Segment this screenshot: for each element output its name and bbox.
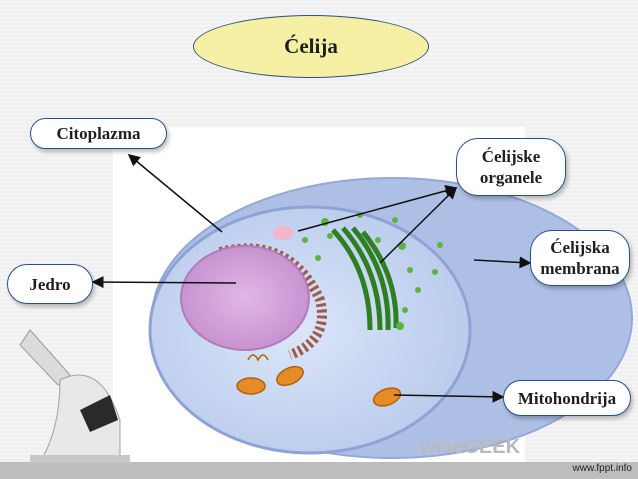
label-citoplazma-text: Citoplazma — [56, 124, 141, 143]
label-organele-line2: organele — [479, 168, 543, 187]
label-celijska-membrana: Ćelijska membrana — [530, 230, 630, 286]
arrow-mitohondrija — [393, 390, 505, 403]
label-membrana-line2: membrana — [540, 259, 620, 278]
watermark-logo: wiseGEEK — [420, 436, 521, 458]
label-organele-line1: Ćelijske — [481, 147, 541, 166]
arrow-jedro — [91, 276, 237, 289]
label-celijske-organele: Ćelijske organele — [456, 138, 566, 196]
title-text: Ćelija — [284, 34, 338, 58]
label-mitohondrija-text: Mitohondrija — [517, 388, 617, 408]
page-title: Ćelija — [193, 15, 429, 78]
golgi-apparatus — [331, 226, 399, 331]
arrow-citoplazma — [127, 154, 223, 233]
arrow-organele-2 — [379, 186, 458, 264]
label-jedro-text: Jedro — [29, 274, 71, 294]
footer-url: www.fppt.info — [572, 463, 632, 474]
arrow-organele-1 — [297, 184, 458, 232]
mitochondria — [236, 354, 402, 407]
endoplasmic-reticulum — [218, 243, 327, 360]
arrow-membrana — [473, 256, 532, 269]
label-mitohondrija: Mitohondrija — [503, 380, 631, 416]
lysosome — [273, 226, 293, 240]
nucleus — [180, 245, 310, 351]
label-citoplazma: Citoplazma — [30, 118, 167, 149]
label-membrana-line1: Ćelijska — [550, 238, 610, 257]
microscope-illustration — [19, 329, 130, 463]
label-jedro: Jedro — [7, 264, 93, 304]
footer-bar — [0, 462, 638, 479]
